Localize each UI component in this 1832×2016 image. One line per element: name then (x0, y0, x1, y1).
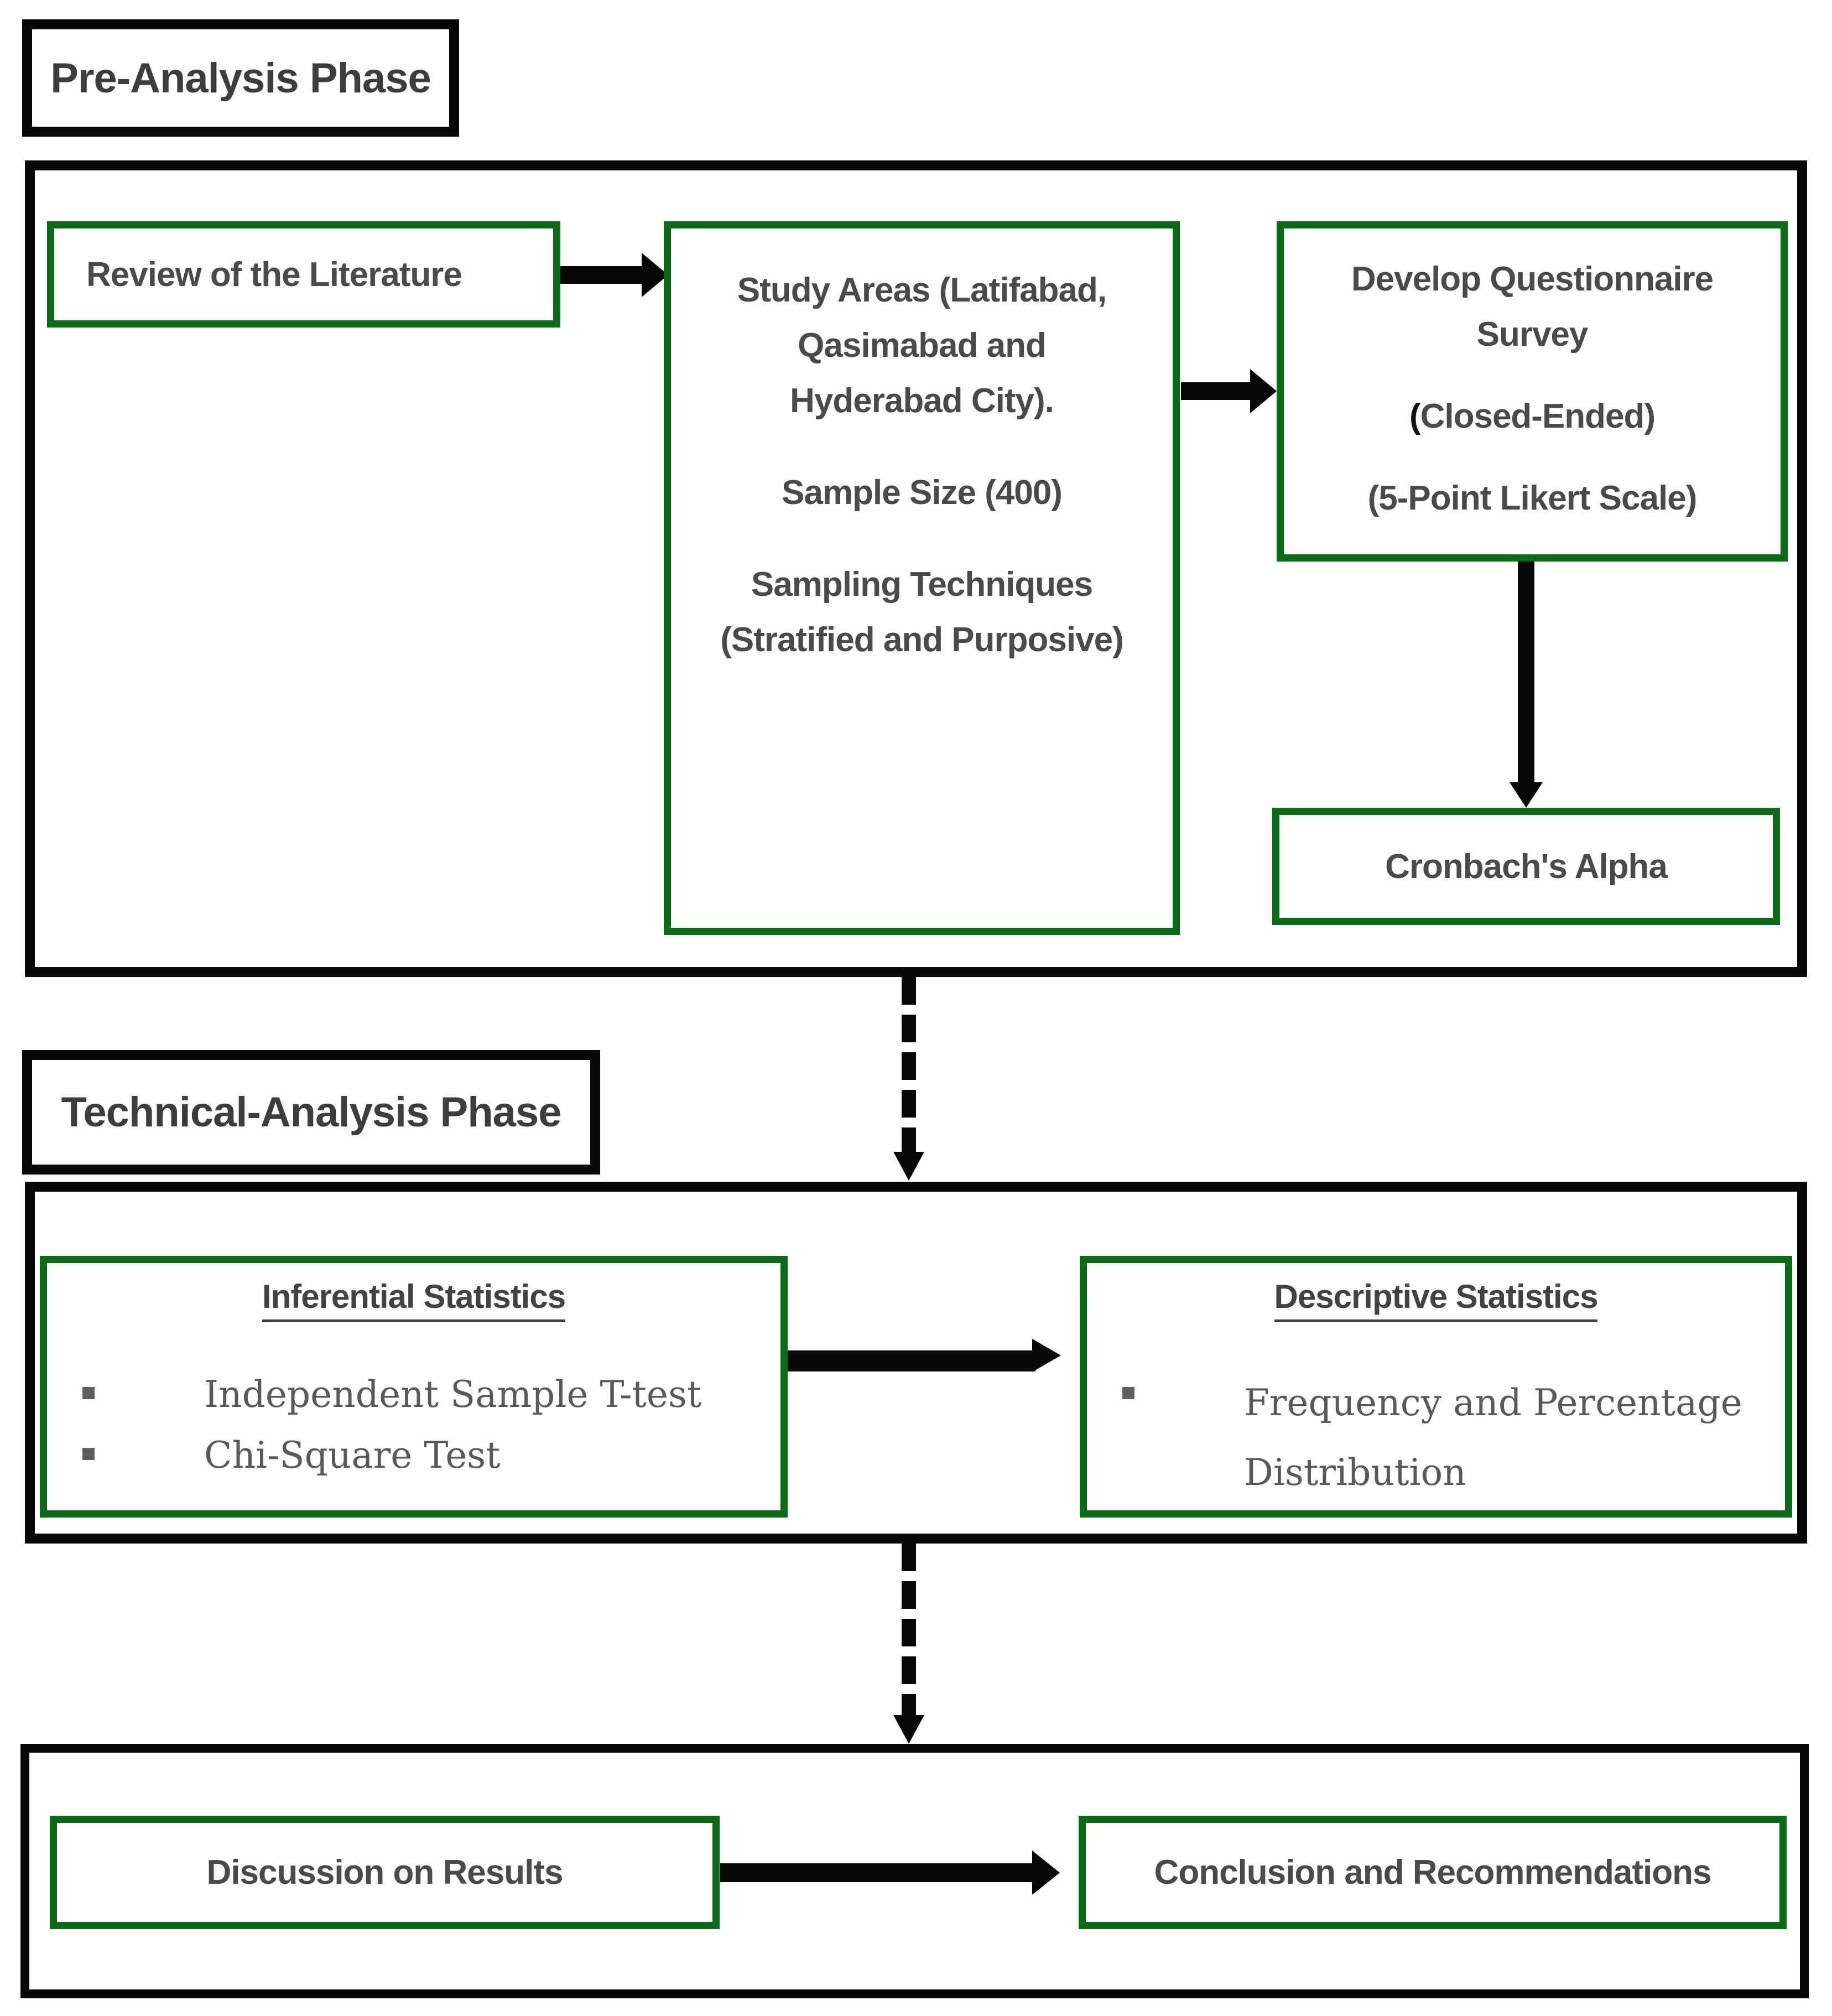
arrow-study-to-develop-head-icon (1250, 369, 1277, 413)
inferential-statistics-title: Inferential Statistics (47, 1277, 780, 1322)
sampling-techniques-text: Sampling Techniques(Stratified and Purpo… (720, 565, 1123, 659)
conclusion-recommendations-box: Conclusion and Recommendations (1079, 1816, 1787, 1929)
closed-ended-text: (Closed-Ended) (1409, 397, 1656, 435)
dashed-arrow-phase2-to-results-icon (902, 1544, 916, 1717)
descriptive-statistics-box: Descriptive Statistics Frequency and Per… (1080, 1256, 1792, 1518)
arrow-review-to-study-shaft-icon (560, 266, 644, 284)
descriptive-statistics-title: Descriptive Statistics (1087, 1277, 1785, 1322)
likert-scale-text: (5-Point Likert Scale) (1367, 479, 1698, 517)
arrow-develop-to-cronbach-head-icon (1510, 782, 1543, 808)
sample-size-text: Sample Size (400) (782, 474, 1063, 512)
arrow-inferential-to-descriptive-head-icon (1032, 1339, 1061, 1372)
arrow-inferential-to-descriptive-shaft-icon (788, 1350, 1035, 1371)
arrow-develop-to-cronbach-shaft-icon (1518, 562, 1534, 784)
conclusion-recommendations-label: Conclusion and Recommendations (1154, 1853, 1712, 1892)
dashed-arrow-phase2-to-results-head-icon (893, 1715, 924, 1744)
pre-analysis-phase-label: Pre-Analysis Phase (50, 54, 431, 102)
bullet-item: Frequency and Percentage Distribution (1087, 1368, 1785, 1508)
arrow-study-to-develop-shaft-icon (1181, 382, 1253, 400)
technical-analysis-phase-label: Technical-Analysis Phase (61, 1089, 562, 1136)
review-literature-label: Review of the Literature (86, 255, 462, 294)
square-bullet-icon (82, 1387, 95, 1399)
bullet-item: Chi-Square Test (47, 1429, 780, 1482)
discussion-results-label: Discussion on Results (206, 1853, 564, 1892)
arrow-discussion-to-conclusion-shaft-icon (720, 1863, 1035, 1882)
arrow-discussion-to-conclusion-head-icon (1032, 1851, 1060, 1895)
bullet-item: Independent Sample T-test (47, 1368, 780, 1421)
square-bullet-icon (1122, 1387, 1134, 1399)
dashed-arrow-phase1-to-phase2-icon (902, 977, 916, 1154)
cronbach-alpha-label: Cronbach's Alpha (1385, 847, 1668, 886)
inferential-statistics-box: Inferential Statistics Independent Sampl… (40, 1256, 788, 1518)
square-bullet-icon (82, 1448, 95, 1460)
cronbach-alpha-box: Cronbach's Alpha (1272, 808, 1780, 925)
review-literature-box: Review of the Literature (47, 221, 560, 328)
technical-analysis-phase-label-box: Technical-Analysis Phase (22, 1050, 600, 1175)
dashed-arrow-phase1-to-phase2-head-icon (893, 1152, 924, 1181)
discussion-results-box: Discussion on Results (50, 1816, 720, 1929)
pre-analysis-phase-label-box: Pre-Analysis Phase (22, 19, 459, 137)
